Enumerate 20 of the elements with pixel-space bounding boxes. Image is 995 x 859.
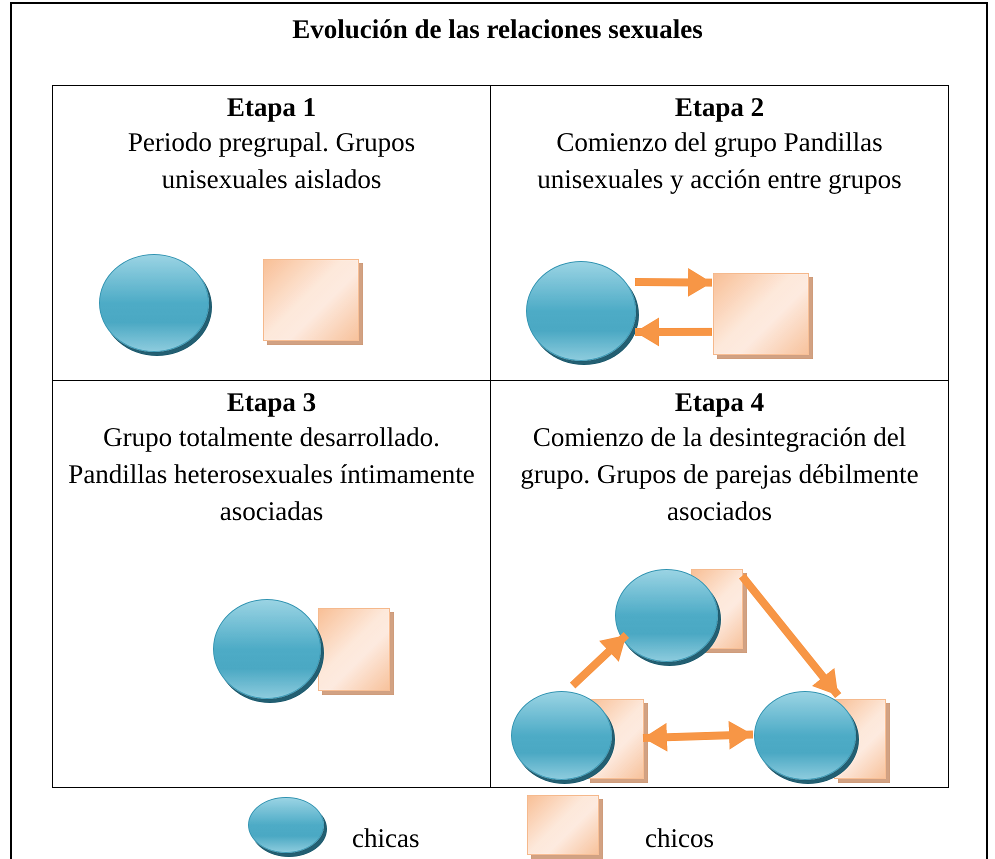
- stage-description: Grupo totalmente desarrollado. Pandillas heterosexuales íntimamente asociadas: [67, 421, 476, 528]
- arrow: [634, 268, 712, 297]
- legend-label: chicas: [352, 823, 420, 854]
- stage-heading: Etapa 1: [226, 91, 316, 124]
- stage-heading: Etapa 4: [674, 386, 764, 419]
- arrow: [634, 318, 712, 346]
- stage-heading: Etapa 3: [226, 386, 316, 419]
- arrow: [642, 720, 754, 752]
- stage-description: Comienzo del grupo Pandillas unisexuales y acción entre grupos: [536, 126, 903, 196]
- arrow: [570, 632, 630, 688]
- diagram-title: Evolución de las relaciones sexuales: [291, 14, 704, 45]
- stage-cell: [52, 85, 491, 381]
- stage-description: Comienzo de la desintegración del grupo. Grupos de parejas débilmente asociados: [519, 421, 920, 528]
- stage-cell: [490, 380, 949, 788]
- arrow: [738, 574, 842, 698]
- legend-label: chicos: [645, 823, 714, 854]
- stage-cell: [490, 85, 949, 381]
- stage-heading: Etapa 2: [674, 91, 764, 124]
- stage-description: Periodo pregrupal. Grupos unisexuales aislados: [126, 126, 416, 196]
- stage-cell: [52, 380, 491, 788]
